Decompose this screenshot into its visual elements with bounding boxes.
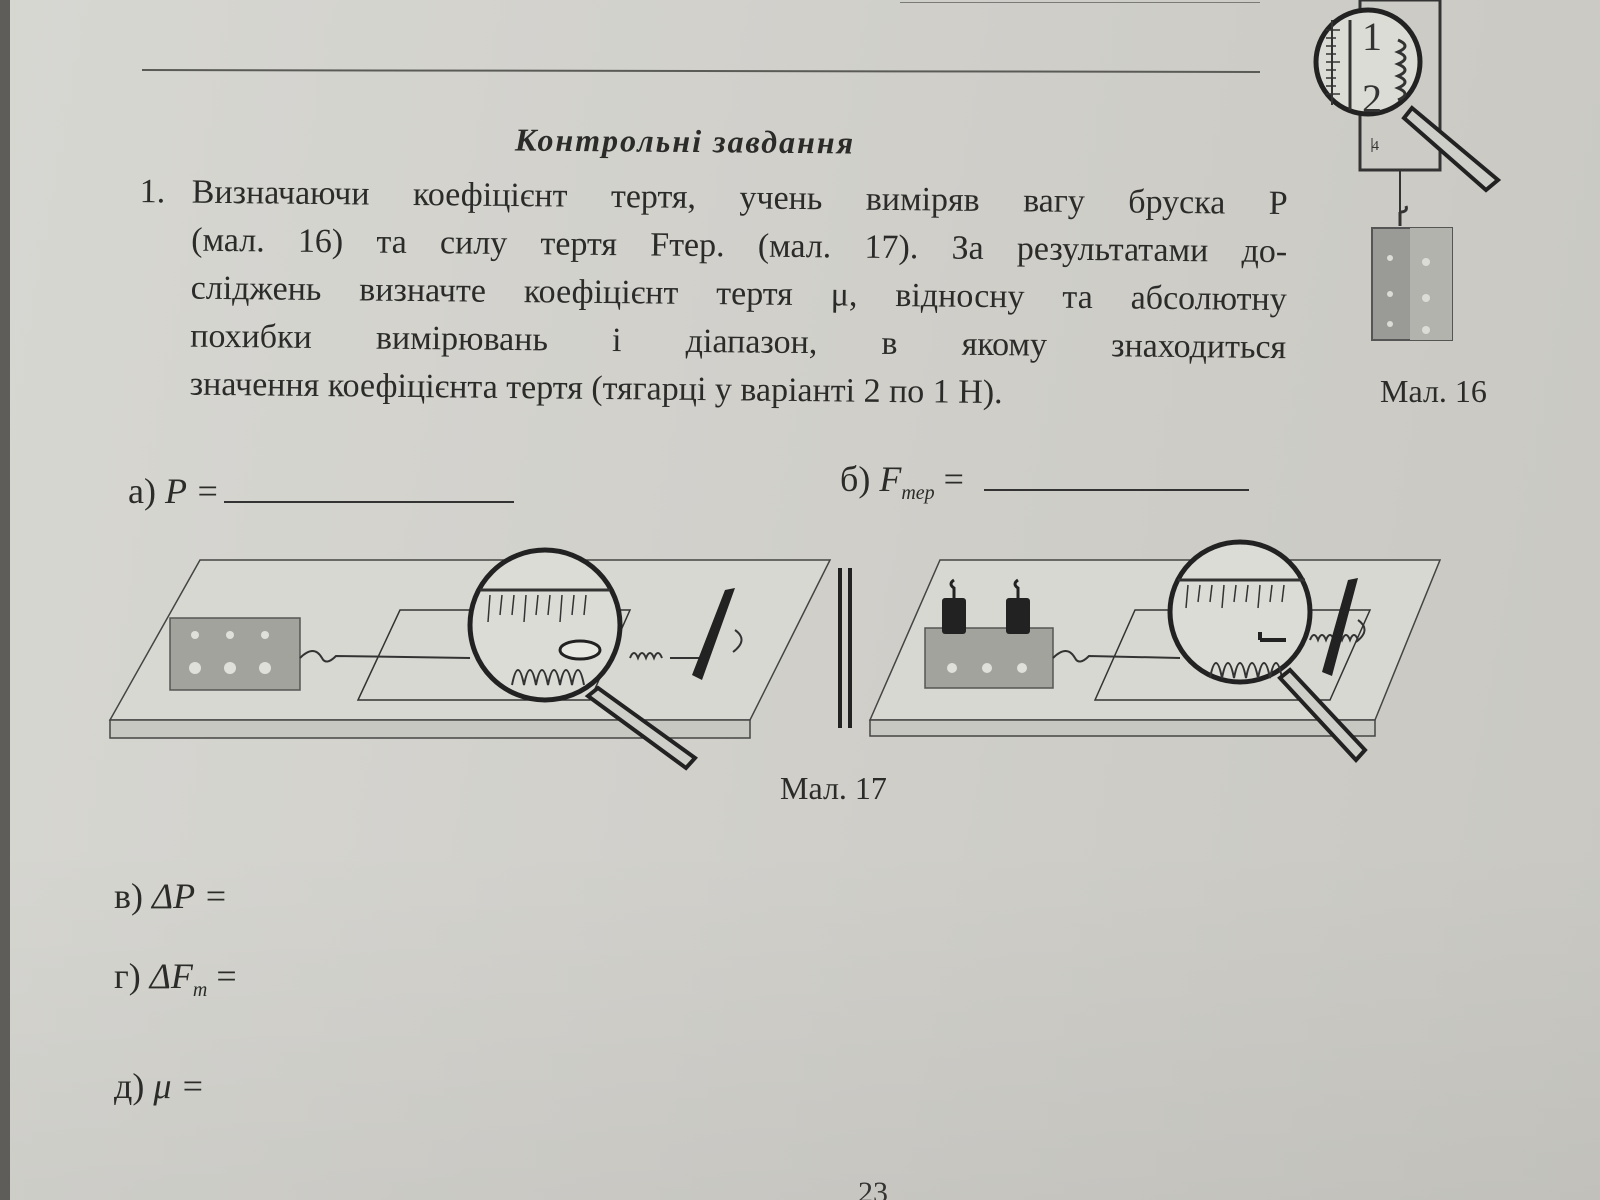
figure-17-caption: Мал. 17 — [780, 770, 887, 806]
answer-a-blank[interactable] — [223, 501, 514, 503]
right-magnifier-lens — [1167, 539, 1313, 685]
right-apparatus — [868, 539, 1442, 763]
right-magnifier-handle — [1277, 667, 1368, 763]
answer-v: в) ΔP = — [114, 875, 228, 917]
left-dynamometer-plate — [356, 609, 632, 701]
answer-g-sub: m — [192, 979, 208, 1002]
answer-g-eq: = — [216, 956, 237, 996]
right-block — [924, 627, 1054, 689]
weight-1-hook — [949, 578, 956, 598]
figure-16-caption: Мал. 16 — [1380, 373, 1487, 409]
left-pointer-ring — [558, 639, 602, 661]
spring-coil — [1394, 38, 1407, 102]
weight-2-hook — [1013, 578, 1020, 598]
left-spring — [511, 669, 585, 686]
worksheet-page: Контрольні завдання 1. Визначаючи коефіц… — [10, 0, 1600, 1200]
right-block-holes — [947, 663, 1027, 673]
right-board-edge — [869, 719, 1376, 737]
left-apparatus — [108, 547, 832, 771]
answer-a-label: а) — [128, 471, 156, 511]
magnifier-handle — [1401, 105, 1502, 193]
answer-v-label: в) — [114, 876, 143, 916]
figure-17-friction-setup — [108, 539, 1442, 771]
answer-d-expr: μ = — [153, 1066, 205, 1106]
answer-g-var: ΔF — [149, 956, 193, 996]
block-holes — [1387, 255, 1430, 334]
right-stop-plate — [1322, 578, 1358, 676]
answer-d-label: д) — [114, 1066, 145, 1106]
top-rule — [900, 2, 1260, 3]
right-thread — [1052, 650, 1181, 663]
answer-g-label: г) — [114, 956, 141, 996]
answer-a: а) P = — [128, 470, 514, 512]
left-thread — [299, 650, 471, 663]
scale-label-4: 4 — [1372, 139, 1379, 154]
answer-b: б) Fтер = — [840, 458, 1249, 505]
block-side — [1410, 228, 1452, 340]
answer-b-sub: тер — [901, 482, 935, 505]
magnifier-lens — [1313, 7, 1423, 117]
left-magnifier-lens — [467, 547, 623, 703]
left-stop-plate — [692, 588, 735, 680]
right-dynamometer-plate — [1093, 609, 1372, 701]
hook — [1399, 205, 1408, 214]
answer-b-var: F — [879, 459, 902, 499]
right-pointer — [1258, 632, 1286, 642]
weight-1 — [942, 598, 966, 634]
task-number: 1. — [139, 173, 166, 211]
answer-d: д) μ = — [114, 1065, 205, 1107]
section-title: Контрольні завдання — [514, 121, 856, 161]
answer-g: г) ΔFm = — [114, 955, 237, 1002]
answer-b-label: б) — [840, 459, 871, 499]
scale-ticks — [1326, 29, 1340, 95]
right-spring — [1209, 662, 1283, 679]
left-scale-ticks — [487, 594, 587, 623]
scale-label-2: 2 — [1362, 76, 1382, 121]
scale-label-1: 1 — [1362, 14, 1382, 59]
weight-2 — [1006, 598, 1030, 634]
left-board-edge — [109, 719, 751, 739]
right-scale-ticks — [1185, 584, 1285, 609]
left-block-holes — [189, 631, 271, 674]
answer-b-eq: = — [943, 459, 964, 499]
left-magnifier-handle — [584, 685, 698, 771]
answer-a-expr: P = — [164, 471, 220, 511]
left-block — [169, 617, 301, 691]
answer-b-blank[interactable] — [983, 489, 1249, 491]
right-stop-loop — [1355, 619, 1366, 643]
page-number: 23 — [858, 1176, 888, 1200]
left-stop-loop — [732, 629, 743, 653]
left-spring-outer — [629, 652, 663, 661]
figure-16-dynamometer: 1 2 4 — [1313, 0, 1502, 341]
answer-v-expr: ΔP = — [152, 876, 228, 916]
